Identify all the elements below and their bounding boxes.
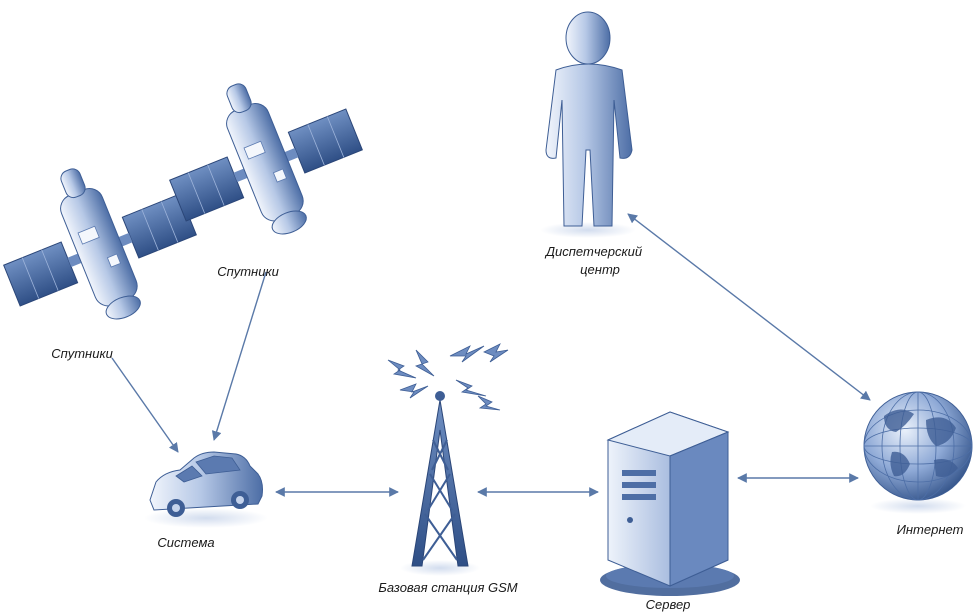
server-icon <box>600 411 740 596</box>
radio-tower-icon <box>387 343 509 576</box>
satellite-left-label: Спутники <box>51 346 113 361</box>
connector-satellite-left-to-system <box>111 357 179 453</box>
system-label: Система <box>157 535 214 550</box>
dispatcher-label-line2: центр <box>580 262 620 277</box>
globe-icon <box>863 391 973 514</box>
satellite-right-icon <box>169 83 363 235</box>
connector-dispatcher-to-internet <box>627 213 871 401</box>
satellite-left-icon <box>3 168 197 320</box>
satellite-right-label: Спутники <box>217 264 279 279</box>
base-station-label: Базовая станция GSM <box>378 580 517 595</box>
dispatcher-label-line1: Диспетчерский <box>544 244 642 259</box>
server-label: Сервер <box>646 597 691 612</box>
internet-label: Интернет <box>897 522 964 537</box>
connectors <box>111 213 871 497</box>
connector-satellite-right-to-system <box>211 271 267 441</box>
car-icon <box>144 451 268 528</box>
person-icon <box>540 11 636 238</box>
